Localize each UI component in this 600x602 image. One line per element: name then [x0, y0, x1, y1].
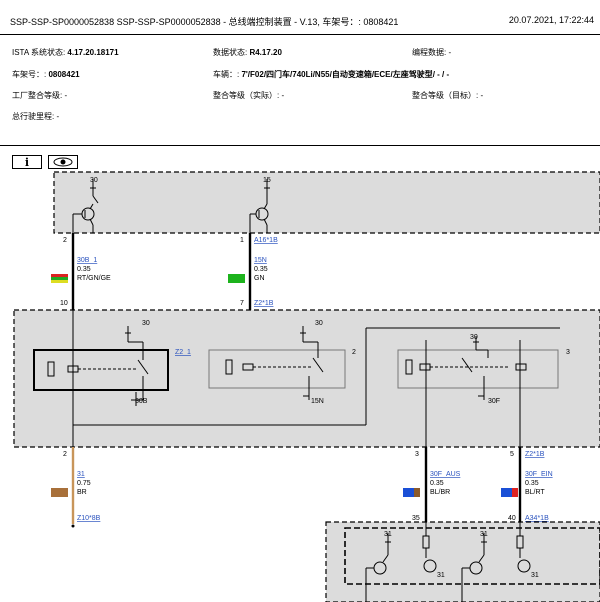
a34-term-31-a: 31 — [384, 531, 392, 538]
pin-z2-10: 10 — [60, 300, 68, 307]
a34-ground-31-b: 31 — [531, 572, 539, 579]
info-icon: i — [24, 155, 30, 169]
programming-data: 编程数据: - — [412, 48, 452, 57]
top-term-15: 15 — [263, 177, 271, 184]
pin-mid-2: 2 — [63, 451, 67, 458]
relay3-out: 30F — [488, 398, 500, 405]
wire2-name[interactable]: 15N — [254, 257, 267, 264]
pin-a16-1: 1 — [240, 237, 244, 244]
relay2-out: 15N — [311, 398, 324, 405]
wire2-color: GN — [254, 275, 265, 282]
module-box-a34 — [325, 521, 600, 602]
wire3-size: 0.75 — [77, 480, 91, 487]
wire5-name[interactable]: 30F_EIN — [525, 471, 553, 478]
total-mileage: 总行驶里程: - — [12, 112, 60, 121]
info-divider — [0, 145, 600, 146]
view-button[interactable] — [48, 155, 78, 169]
top-term-30: 30 — [90, 177, 98, 184]
wire3-color: BR — [77, 489, 87, 496]
pin-z2-7: 7 — [240, 300, 244, 307]
vehicle: 车辆：: 7'/F02/四门车/740Li/N55/自动变速箱/ECE/左座驾驶… — [213, 70, 450, 79]
transistor-15n — [249, 179, 270, 235]
module-box-a16 — [53, 171, 600, 234]
wire3-name[interactable]: 31 — [77, 471, 85, 478]
a34-circuit: 31 31 — [365, 522, 539, 602]
wire5-color: BL/RT — [525, 489, 545, 496]
report-datetime: 20.07.2021, 17:22:44 — [508, 15, 594, 25]
pin-mid-3: 3 — [415, 451, 419, 458]
wire3-color-swatch — [51, 488, 68, 497]
eye-icon — [53, 157, 73, 167]
pin-a34-35: 35 — [412, 515, 420, 522]
ground-point — [71, 524, 75, 528]
ista-status: ISTA 系统状态: 4.17.20.18171 — [12, 48, 119, 57]
report-header: SSP-SSP-SP0000052838 SSP-SSP-SP000005283… — [0, 0, 600, 150]
wire4-color: BL/BR — [430, 489, 450, 496]
wire5-color-swatch — [501, 488, 518, 497]
wire1-name[interactable]: 30B_1 — [77, 257, 97, 264]
connector-a16[interactable]: A16*1B — [254, 237, 278, 244]
wire2-color-swatch — [228, 274, 245, 283]
relay-z2-2[interactable] — [208, 349, 346, 389]
target-integration-level: 整合等级（目标）: - — [412, 91, 484, 100]
wire4-color-swatch — [403, 488, 420, 497]
wire2-size: 0.35 — [254, 266, 268, 273]
connector-z2b[interactable]: Z2*1B — [525, 451, 545, 458]
pin-mid-5: 5 — [510, 451, 514, 458]
wire1-color-swatch — [51, 274, 68, 283]
wire4-size: 0.35 — [430, 480, 444, 487]
connector-z2[interactable]: Z2*1B — [254, 300, 274, 307]
a34-term-31-b: 31 — [480, 531, 488, 538]
a34-ground-31-a: 31 — [437, 572, 445, 579]
relay1-term-30: 30 — [142, 320, 150, 327]
relay2-index: 2 — [352, 349, 356, 356]
relay2-term-30: 30 — [315, 320, 323, 327]
report-title: SSP-SSP-SP0000052838 SSP-SSP-SP000005283… — [10, 17, 399, 27]
transistor-30b — [72, 179, 99, 235]
info-button[interactable]: i — [12, 155, 42, 169]
connector-z10[interactable]: Z10*8B — [77, 515, 101, 522]
relay-z2-1-label[interactable]: Z2_1 — [175, 349, 191, 356]
wire5-size: 0.35 — [525, 480, 539, 487]
relay1-out: 30B — [135, 398, 148, 405]
factory-integration-level: 工厂整合等级: - — [12, 91, 68, 100]
pin-a16-2: 2 — [63, 237, 67, 244]
pin-a34-40: 40 — [508, 515, 516, 522]
relay-z2-1[interactable] — [33, 349, 169, 391]
relay3-term-30: 30 — [470, 334, 478, 341]
vin: 车架号：: 0808421 — [12, 70, 80, 79]
wire4-name[interactable]: 30F_AUS — [430, 471, 461, 478]
data-status: 数据状态: R4.17.20 — [213, 48, 282, 57]
wire1-color: RT/GN/GE — [77, 275, 111, 282]
actual-integration-level: 整合等级（实际）: - — [213, 91, 285, 100]
connector-a34[interactable]: A34*1B — [525, 515, 549, 522]
relay3-index: 3 — [566, 349, 570, 356]
header-divider — [0, 34, 600, 35]
wire1-size: 0.35 — [77, 266, 91, 273]
module-inner-a34 — [344, 527, 600, 585]
